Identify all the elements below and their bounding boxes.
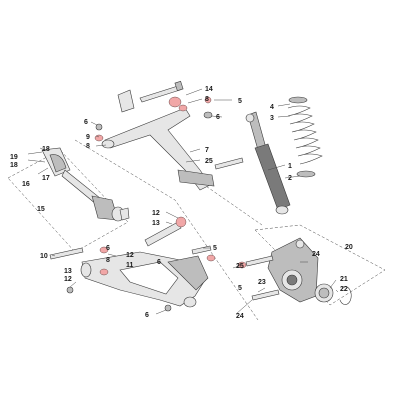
wheel-bearing bbox=[314, 283, 352, 305]
callout-11: 11 bbox=[126, 262, 134, 269]
callout-10: 10 bbox=[40, 253, 48, 260]
callout-19: 19 bbox=[10, 154, 18, 161]
callout-8-lower: 8 bbox=[106, 257, 110, 264]
lower-a-arm bbox=[80, 251, 209, 308]
callout-3: 3 bbox=[270, 115, 274, 122]
callout-22: 22 bbox=[340, 286, 348, 293]
callout-6-lower-arm: 6 bbox=[157, 259, 161, 266]
callout-5-mid: 5 bbox=[213, 245, 217, 252]
callout-16: 16 bbox=[22, 181, 30, 188]
callout-14: 14 bbox=[205, 86, 213, 93]
callout-5-top: 5 bbox=[238, 98, 242, 105]
callout-7: 7 bbox=[205, 147, 209, 154]
callout-2: 2 bbox=[288, 175, 292, 182]
upper-a-arm bbox=[101, 107, 215, 191]
lower-pivot-parts bbox=[49, 216, 216, 312]
callout-1: 1 bbox=[288, 163, 292, 170]
callout-18: 18 bbox=[10, 162, 18, 169]
callout-9: 9 bbox=[86, 134, 90, 141]
leader-lines bbox=[27, 88, 339, 315]
callout-12-upper: 12 bbox=[152, 210, 160, 217]
callout-24-upper: 24 bbox=[312, 251, 320, 258]
callout-numbers: 1 2 4 3 5 6 7 25 14 8 6 9 8 18 19 18 17 … bbox=[10, 86, 353, 320]
upper-bushings bbox=[94, 96, 213, 142]
callout-6-mid-left: 6 bbox=[106, 245, 110, 252]
callout-8-left: 8 bbox=[86, 143, 90, 150]
callout-25-upper: 25 bbox=[205, 158, 213, 165]
callout-20: 20 bbox=[345, 244, 353, 251]
callout-17: 17 bbox=[42, 175, 50, 182]
callout-18-axle: 18 bbox=[42, 146, 50, 153]
knuckle-assembly bbox=[237, 237, 319, 303]
mount-bracket bbox=[117, 89, 135, 113]
callout-6-top: 6 bbox=[216, 114, 220, 121]
callout-25-lower: 25 bbox=[236, 263, 244, 270]
callout-24-lower: 24 bbox=[236, 313, 244, 320]
callout-21: 21 bbox=[340, 276, 348, 283]
shock-absorber bbox=[245, 111, 291, 215]
coil-spring bbox=[287, 96, 323, 178]
callout-12-mid: 12 bbox=[126, 252, 134, 259]
upper-bolt bbox=[139, 80, 184, 103]
drive-axle bbox=[41, 147, 130, 222]
callout-12-lower: 12 bbox=[64, 276, 72, 283]
callout-13-upper: 13 bbox=[152, 220, 160, 227]
callout-6-upper-left: 6 bbox=[84, 119, 88, 126]
callout-5-lower: 5 bbox=[238, 285, 242, 292]
shock-lower-bolt bbox=[214, 157, 244, 170]
callout-8-top: 8 bbox=[205, 96, 209, 103]
callout-6-bottom: 6 bbox=[145, 312, 149, 319]
callout-23: 23 bbox=[258, 279, 266, 286]
callout-4: 4 bbox=[270, 104, 274, 111]
callout-15: 15 bbox=[37, 206, 45, 213]
callout-13-lower: 13 bbox=[64, 268, 72, 275]
